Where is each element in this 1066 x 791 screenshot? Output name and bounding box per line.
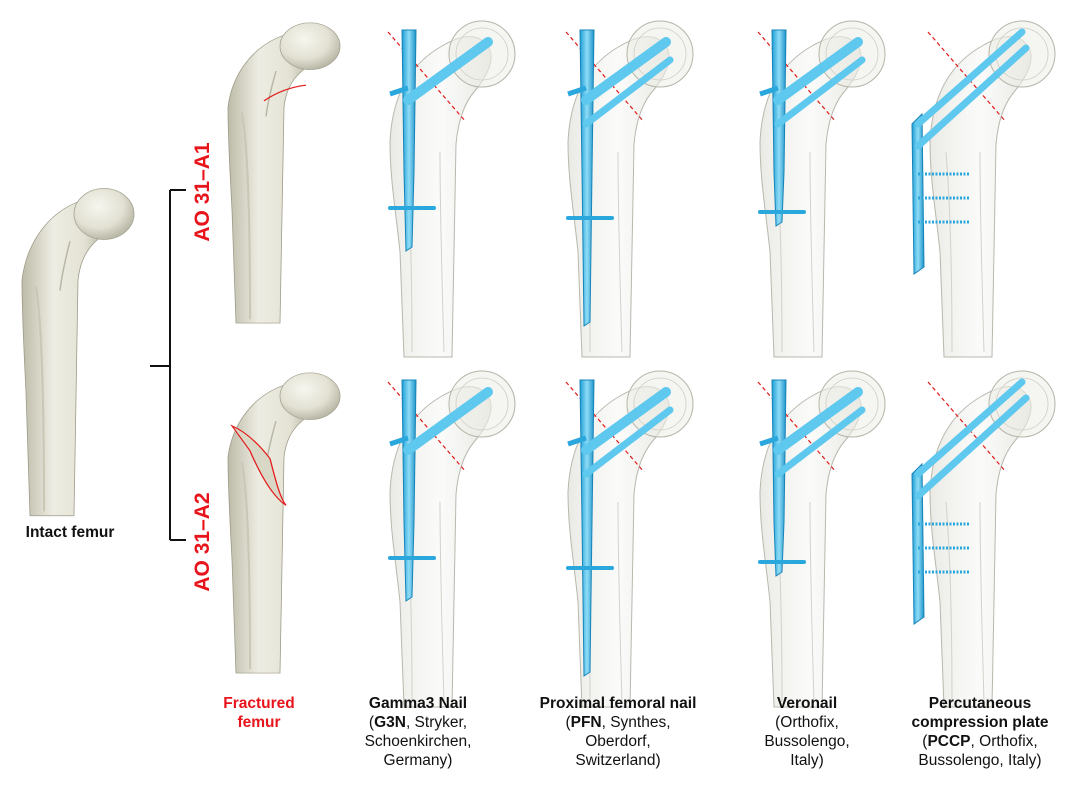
gamma-a1-panel <box>388 21 515 357</box>
fractured-femur-a1-image <box>228 23 340 323</box>
plate-a2-panel <box>912 371 1055 707</box>
gamma-a2-panel <box>388 371 515 707</box>
veronail-a2-panel <box>758 371 885 707</box>
row-label-a2: AO 31–A2 <box>191 487 215 597</box>
intact-femur-label: Intact femur <box>0 523 140 542</box>
row-label-a1: AO 31–A1 <box>191 137 215 247</box>
caption-gamma3-nail: Gamma3 Nail (G3N, Stryker, Schoenkirchen… <box>350 694 486 770</box>
pfn-a2-panel <box>566 371 693 707</box>
veronail-a1-panel <box>758 21 885 357</box>
pfn-a1-panel <box>566 21 693 357</box>
caption-pccp: Percutaneous compression plate (PCCP, Or… <box>900 694 1060 770</box>
caption-proximal-femoral-nail: Proximal femoral nail (PFN, Synthes, Obe… <box>518 694 718 770</box>
plate-a1-panel <box>912 21 1055 357</box>
fractured-femur-a2-image <box>228 373 340 673</box>
row-bracket <box>150 190 186 540</box>
caption-veronail: Veronail (Orthofix, Bussolengo, Italy) <box>752 694 862 770</box>
fractured-femur-label: Fractured femur <box>206 694 312 732</box>
intact-femur-image <box>22 189 134 516</box>
